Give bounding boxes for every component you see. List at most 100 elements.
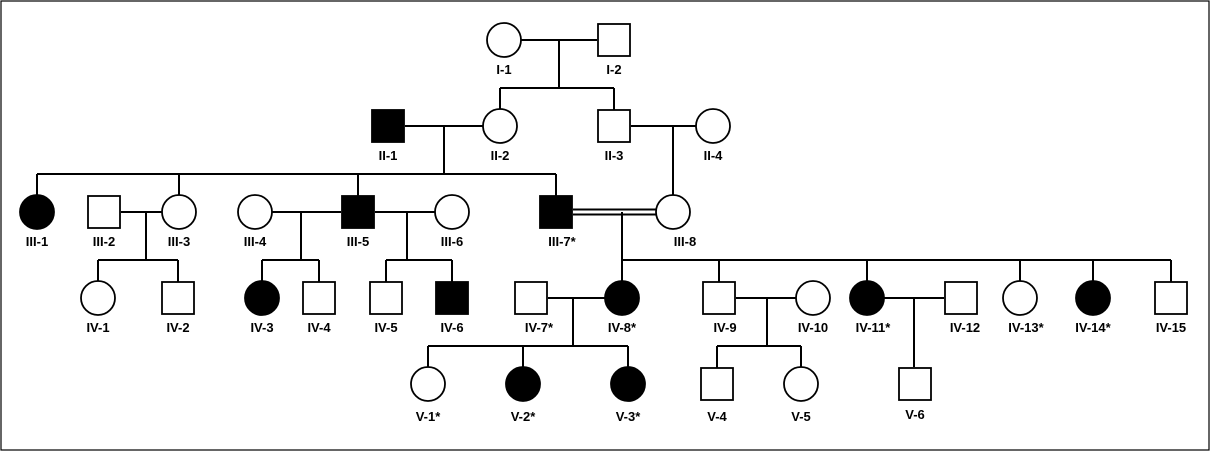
individual-iv-2: IV-2 [161, 281, 195, 335]
individual-label: V-1* [416, 409, 442, 424]
individual-label: IV-1 [86, 320, 109, 335]
unaffected-female-symbol [655, 194, 691, 230]
individual-label: III-3 [168, 234, 190, 249]
individual-label: V-6 [905, 407, 925, 422]
individual-label: III-4 [244, 234, 267, 249]
unaffected-female-symbol [482, 108, 518, 144]
individual-iii-2: III-2 [87, 195, 121, 249]
unaffected-male-symbol [87, 195, 121, 229]
unaffected-male-symbol [1154, 281, 1188, 315]
individual-iv-3: IV-3 [244, 280, 280, 335]
individual-label: II-4 [704, 148, 724, 163]
individual-label: V-2* [511, 409, 537, 424]
individual-ii-1: II-1 [371, 109, 405, 163]
individual-iv-11: IV-11* [849, 280, 892, 335]
individual-label: IV-12 [950, 320, 980, 335]
unaffected-male-symbol [597, 109, 631, 143]
individual-label: I-1 [496, 62, 511, 77]
individual-label: IV-9 [713, 320, 736, 335]
individual-label: III-5 [347, 234, 369, 249]
affected-female-symbol [610, 366, 646, 402]
individual-label: IV-6 [440, 320, 463, 335]
unaffected-male-symbol [944, 281, 978, 315]
individual-label: III-8 [674, 234, 696, 249]
individual-v-5: V-5 [783, 366, 819, 424]
individual-iv-15: IV-15 [1154, 281, 1188, 335]
individual-label: V-3* [616, 409, 642, 424]
unaffected-male-symbol [700, 367, 734, 401]
individual-ii-3: II-3 [597, 109, 631, 163]
individual-iii-3: III-3 [161, 194, 197, 249]
affected-male-symbol [539, 195, 573, 229]
unaffected-male-symbol [514, 281, 548, 315]
individual-iv-9: IV-9 [702, 281, 737, 335]
individual-label: IV-8* [608, 320, 637, 335]
individual-iv-5: IV-5 [369, 281, 403, 335]
unaffected-male-symbol [702, 281, 736, 315]
individual-iv-14: IV-14* [1075, 280, 1112, 335]
individual-label: III-7* [548, 234, 576, 249]
individual-v-4: V-4 [700, 367, 734, 424]
affected-male-symbol [435, 281, 469, 315]
unaffected-male-symbol [369, 281, 403, 315]
individual-v-3: V-3* [610, 366, 646, 424]
unaffected-male-symbol [597, 23, 631, 57]
individual-i-1: I-1 [486, 22, 522, 77]
unaffected-female-symbol [1002, 280, 1038, 316]
individual-iv-7: IV-7* [514, 281, 554, 335]
unaffected-female-symbol [486, 22, 522, 58]
individual-label: III-2 [93, 234, 115, 249]
individual-label: III-6 [441, 234, 463, 249]
individual-iv-1: IV-1 [80, 280, 116, 335]
individual-label: II-1 [379, 148, 398, 163]
unaffected-female-symbol [434, 194, 470, 230]
individual-label: V-4 [707, 409, 727, 424]
individual-iv-8: IV-8* [604, 280, 640, 335]
individual-iv-12: IV-12 [944, 281, 980, 335]
affected-female-symbol [244, 280, 280, 316]
affected-female-symbol [604, 280, 640, 316]
individual-label: IV-4 [307, 320, 331, 335]
individual-iii-7: III-7* [539, 195, 577, 249]
unaffected-female-symbol [795, 280, 831, 316]
individual-label: IV-15 [1156, 320, 1186, 335]
individual-iv-6: IV-6 [435, 281, 469, 335]
unaffected-female-symbol [80, 280, 116, 316]
individual-label: IV-5 [374, 320, 397, 335]
individual-iv-13: IV-13* [1002, 280, 1045, 335]
individual-label: IV-11* [856, 320, 892, 335]
individual-iv-4: IV-4 [302, 281, 336, 335]
individual-iii-8: III-8 [655, 194, 696, 249]
individual-label: IV-13* [1008, 320, 1044, 335]
individual-label: IV-14* [1075, 320, 1111, 335]
individual-ii-4: II-4 [695, 108, 731, 163]
individual-iii-6: III-6 [434, 194, 470, 249]
individual-label: IV-2 [166, 320, 189, 335]
individual-label: I-2 [606, 62, 621, 77]
individual-iv-10: IV-10 [795, 280, 831, 335]
individual-label: IV-7* [525, 320, 554, 335]
affected-female-symbol [849, 280, 885, 316]
relationship-lines [36, 39, 1172, 368]
affected-female-symbol [19, 194, 55, 230]
individual-v-6: V-6 [898, 367, 932, 422]
individual-label: II-3 [605, 148, 624, 163]
individual-i-2: I-2 [597, 23, 631, 77]
unaffected-female-symbol [783, 366, 819, 402]
individual-iii-1: III-1 [19, 194, 55, 249]
individual-label: IV-3 [250, 320, 273, 335]
unaffected-male-symbol [302, 281, 336, 315]
individual-v-1: V-1* [410, 366, 446, 424]
unaffected-female-symbol [237, 194, 273, 230]
individual-label: II-2 [491, 148, 510, 163]
affected-male-symbol [341, 195, 375, 229]
individual-iii-5: III-5 [341, 195, 375, 249]
unaffected-female-symbol [695, 108, 731, 144]
individual-v-2: V-2* [505, 366, 541, 424]
affected-female-symbol [1075, 280, 1111, 316]
individual-label: IV-10 [798, 320, 828, 335]
affected-male-symbol [371, 109, 405, 143]
